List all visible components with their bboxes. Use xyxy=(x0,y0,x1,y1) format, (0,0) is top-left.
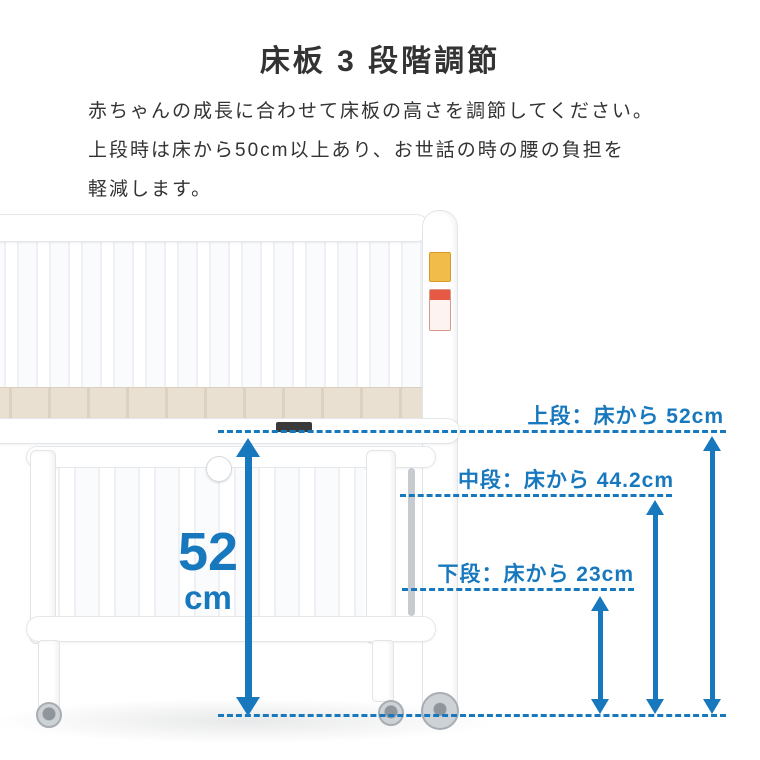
crib-top-rail xyxy=(0,214,430,242)
caster-wheel-main xyxy=(421,692,459,730)
middle-span-arrow-shaft xyxy=(653,514,658,700)
caution-sticker-icon xyxy=(429,289,451,331)
brand-sticker xyxy=(276,422,312,432)
caster-wheel-mid xyxy=(378,700,404,726)
middle-span-arrow-down-icon xyxy=(646,699,664,714)
lower-level-label: 下段：床から 23cm xyxy=(437,563,634,586)
lower-span-arrow-shaft xyxy=(598,610,603,700)
height-callout: 52 cm xyxy=(162,524,254,616)
lowerbed-left-post xyxy=(30,450,56,644)
caster-wheel-left xyxy=(36,702,62,728)
upper-span-arrow-down-icon xyxy=(703,699,721,714)
floor-dashed-line xyxy=(218,714,726,717)
lower-level-dashed-line xyxy=(402,588,634,591)
upper-span-arrow-up-icon xyxy=(703,436,721,451)
warning-sticker-icon xyxy=(429,252,451,282)
description: 赤ちゃんの成長に合わせて床板の高さを調節してください。 上段時は床から50cm以… xyxy=(88,92,654,209)
height-arrow-down-icon xyxy=(236,697,260,716)
upper-span-arrow-shaft xyxy=(710,450,715,700)
height-arrow-up-icon xyxy=(236,438,260,457)
crib-mattress-deck xyxy=(0,387,424,421)
height-arrow-shaft xyxy=(245,455,252,699)
description-line: 上段時は床から50cm以上あり、お世話の時の腰の負担を xyxy=(88,140,625,161)
lowerbed-bottom-rail xyxy=(26,616,436,642)
lowerbed-right-post xyxy=(366,450,396,644)
lower-span-arrow-down-icon xyxy=(591,699,609,714)
lowerbed-right-leg xyxy=(372,640,394,702)
middle-span-arrow-up-icon xyxy=(646,500,664,515)
lower-span-arrow-up-icon xyxy=(591,596,609,611)
middle-level-dashed-line xyxy=(400,494,672,497)
height-callout-value: 52 xyxy=(177,522,239,582)
upper-level-label: 上段：床から 52cm xyxy=(527,405,724,428)
crib-upper-slats xyxy=(0,241,424,389)
upper-level-dashed-line xyxy=(218,430,726,433)
lowerbed-left-leg xyxy=(38,640,60,710)
description-line: 軽減します。 xyxy=(88,179,213,200)
middle-level-label: 中段：床から 44.2cm xyxy=(457,469,674,492)
lowerbed-slats xyxy=(58,468,364,620)
height-callout-unit: cm xyxy=(184,579,232,616)
slide-rod xyxy=(408,468,415,616)
lock-knob xyxy=(206,456,232,482)
description-line: 赤ちゃんの成長に合わせて床板の高さを調節してください。 xyxy=(88,101,654,122)
page-title: 床板 3 段階調節 xyxy=(259,45,501,78)
